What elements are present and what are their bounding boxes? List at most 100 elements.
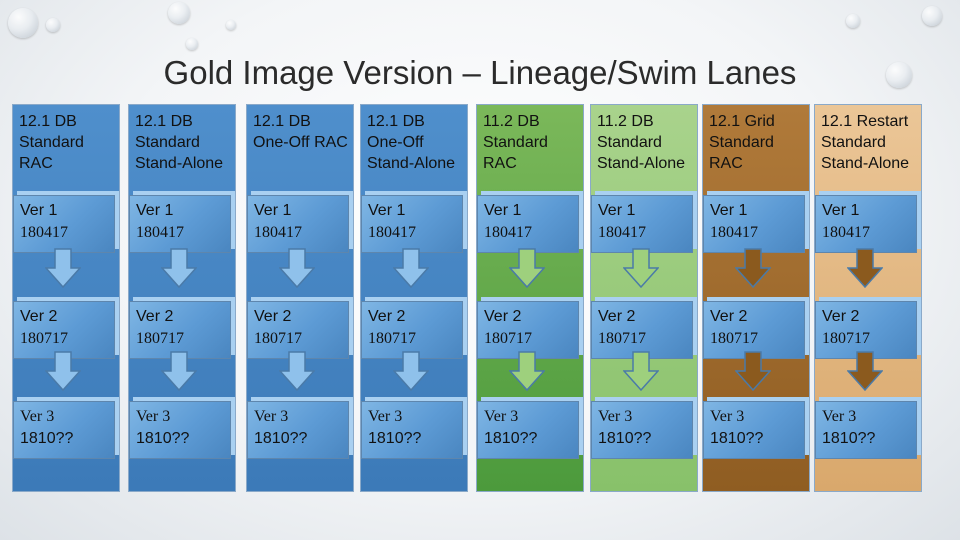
version-code: 180717 [822,330,870,347]
version-name: Ver 1 [254,202,292,219]
version-box: Ver 2 180717 [13,301,115,359]
water-droplet [226,20,236,30]
version-name: Ver 2 [254,308,292,325]
version-box: Ver 3 1810?? [591,401,693,459]
version-box: Ver 3 1810?? [13,401,115,459]
version-box: Ver 1 180417 [815,195,917,253]
version-code: 180717 [20,330,68,347]
version-code: 180417 [368,224,416,241]
version-name: Ver 3 [598,408,633,425]
water-droplet [46,18,60,32]
version-box: Ver 2 180717 [703,301,805,359]
version-code: 180717 [484,330,532,347]
version-code: 180717 [368,330,416,347]
version-code: 180417 [710,224,758,241]
version-box: Ver 3 1810?? [477,401,579,459]
down-arrow-icon [623,351,659,391]
version-box: Ver 1 180417 [247,195,349,253]
version-name: Ver 3 [368,408,403,425]
lane-heading: 11.2 DB Standard Stand-Alone [597,113,686,172]
version-code: 1810?? [254,430,308,447]
version-code: 1810?? [484,430,538,447]
lane-heading: 12.1 Grid Standard RAC [709,113,775,172]
page-title: Gold Image Version – Lineage/Swim Lanes [163,54,797,91]
version-code: 180717 [710,330,758,347]
down-arrow-icon [279,351,315,391]
version-code: 180417 [254,224,302,241]
version-name: Ver 2 [136,308,174,325]
version-box: Ver 2 180717 [361,301,463,359]
version-name: Ver 1 [20,202,58,219]
version-code: 180417 [20,224,68,241]
version-name: Ver 1 [484,202,522,219]
version-name: Ver 1 [598,202,636,219]
version-name: Ver 1 [710,202,748,219]
down-arrow-icon [45,248,81,288]
version-name: Ver 3 [822,408,857,425]
version-code: 180417 [136,224,184,241]
version-box: Ver 1 180417 [361,195,463,253]
version-box: Ver 1 180417 [477,195,579,253]
down-arrow-icon [509,248,545,288]
version-code: 1810?? [20,430,74,447]
version-name: Ver 3 [20,408,55,425]
version-code: 180417 [484,224,532,241]
version-name: Ver 3 [136,408,171,425]
lane-heading: 12.1 Restart Standard Stand-Alone [821,113,910,172]
version-name: Ver 2 [20,308,58,325]
version-name: Ver 1 [368,202,406,219]
version-box: Ver 2 180717 [815,301,917,359]
down-arrow-icon [847,248,883,288]
version-name: Ver 1 [822,202,860,219]
version-code: 1810?? [598,430,652,447]
down-arrow-icon [393,248,429,288]
version-name: Ver 2 [484,308,522,325]
version-name: Ver 2 [822,308,860,325]
version-box: Ver 1 180417 [591,195,693,253]
down-arrow-icon [393,351,429,391]
version-box: Ver 1 180417 [13,195,115,253]
version-name: Ver 1 [136,202,174,219]
down-arrow-icon [279,248,315,288]
version-code: 180717 [136,330,184,347]
water-droplet [886,62,912,88]
version-code: 180417 [598,224,646,241]
version-name: Ver 3 [254,408,289,425]
lane-heading: 12.1 DB One-Off Stand-Alone [367,113,456,172]
down-arrow-icon [735,248,771,288]
version-box: Ver 3 1810?? [815,401,917,459]
version-name: Ver 2 [368,308,406,325]
version-name: Ver 2 [710,308,748,325]
lane-heading: 11.2 DB Standard RAC [483,113,548,172]
water-droplet [8,8,38,38]
water-droplet [186,38,198,50]
version-code: 180417 [822,224,870,241]
version-box: Ver 1 180417 [703,195,805,253]
lane-heading: 12.1 DB One-Off RAC [253,113,348,151]
water-droplet [846,14,860,28]
down-arrow-icon [161,351,197,391]
version-code: 1810?? [822,430,876,447]
version-name: Ver 3 [484,408,519,425]
version-box: Ver 1 180417 [129,195,231,253]
down-arrow-icon [735,351,771,391]
version-name: Ver 2 [598,308,636,325]
version-code: 180717 [598,330,646,347]
down-arrow-icon [45,351,81,391]
water-droplet [168,2,190,24]
version-box: Ver 2 180717 [591,301,693,359]
version-code: 180717 [254,330,302,347]
version-code: 1810?? [710,430,764,447]
version-box: Ver 2 180717 [477,301,579,359]
down-arrow-icon [161,248,197,288]
